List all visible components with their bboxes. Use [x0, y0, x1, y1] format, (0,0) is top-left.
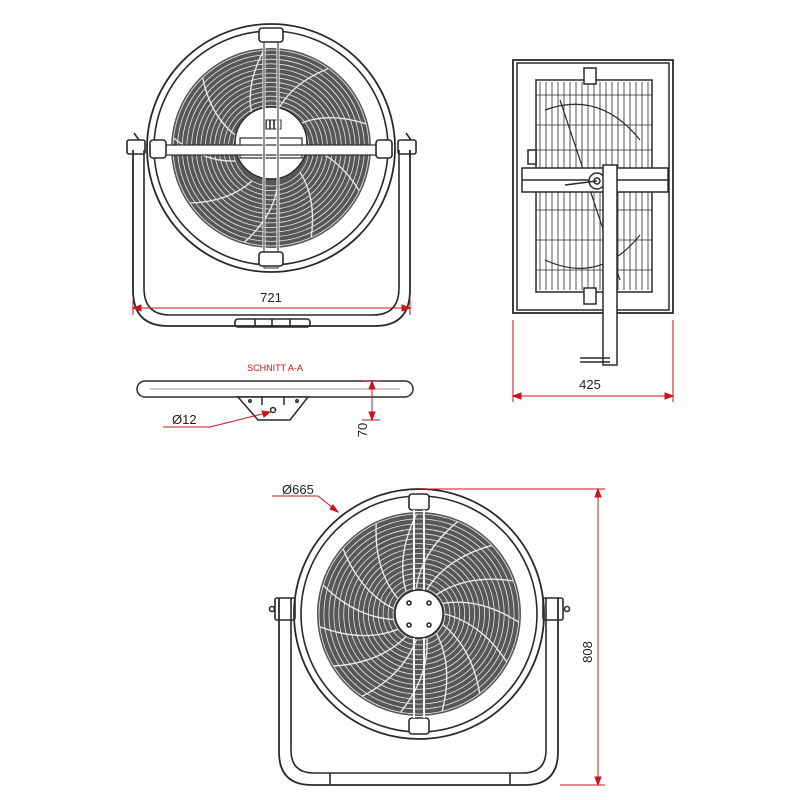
- grille-blade: [435, 632, 448, 712]
- grille-diameter-leader: [272, 495, 340, 514]
- side-view: [512, 59, 674, 366]
- bottom-stand-frame: [278, 598, 559, 786]
- hole-diameter-label: Ø12: [172, 412, 197, 427]
- grille-blade: [444, 613, 508, 663]
- grille-ring: [348, 543, 490, 685]
- grille-ring: [338, 533, 500, 695]
- dimension-total-height: [420, 487, 605, 787]
- dimension-depth: [511, 320, 675, 402]
- grille-ring: [318, 513, 520, 715]
- grille-ring: [377, 572, 461, 656]
- section-bar: [136, 380, 414, 398]
- section-title: SCHNITT A-A: [247, 363, 303, 373]
- grille-blade: [402, 513, 418, 592]
- grille-diameter-label: Ø665: [282, 482, 314, 497]
- grille-blade: [189, 180, 253, 204]
- grille-blade: [299, 172, 314, 238]
- grille-ring: [372, 567, 466, 661]
- depth-label: 425: [579, 377, 601, 392]
- dimension-width: [131, 300, 412, 315]
- grille-blade: [276, 67, 329, 111]
- dimension-foot-height: [362, 379, 380, 422]
- grille-ring: [323, 518, 515, 710]
- grille-blade: [333, 636, 407, 667]
- grille-blade: [426, 544, 492, 590]
- grille-blade: [342, 548, 394, 610]
- section-view: [136, 380, 414, 421]
- grille-ring: [358, 553, 480, 675]
- grille-blade: [415, 521, 458, 589]
- grille-blade: [442, 624, 481, 694]
- grille-ring: [353, 548, 485, 680]
- grille-front-view: [268, 488, 571, 786]
- grille-ring: [362, 558, 475, 671]
- grille-ring: [343, 538, 495, 690]
- width-label: 721: [260, 290, 282, 305]
- bottom-outer-ring: [293, 488, 545, 740]
- grille-blade: [299, 117, 367, 125]
- outer-ring: [146, 23, 396, 273]
- grille-blade: [436, 578, 514, 596]
- grille-ring: [387, 582, 451, 646]
- grille-ring: [328, 523, 510, 705]
- grille-blade: [319, 626, 399, 637]
- grille-blade: [249, 49, 265, 116]
- hole-leader: [163, 410, 272, 428]
- foot-height-label: 70: [355, 423, 370, 437]
- grille-blade: [322, 584, 394, 621]
- front-view: [126, 23, 417, 328]
- grille-blade: [399, 638, 428, 713]
- bottom-hub: [394, 589, 444, 639]
- grille-blade: [173, 137, 236, 162]
- total-height-label: 808: [580, 641, 595, 663]
- grille-blade: [442, 601, 520, 623]
- grille-blade: [202, 77, 236, 136]
- grille-blade: [375, 523, 399, 600]
